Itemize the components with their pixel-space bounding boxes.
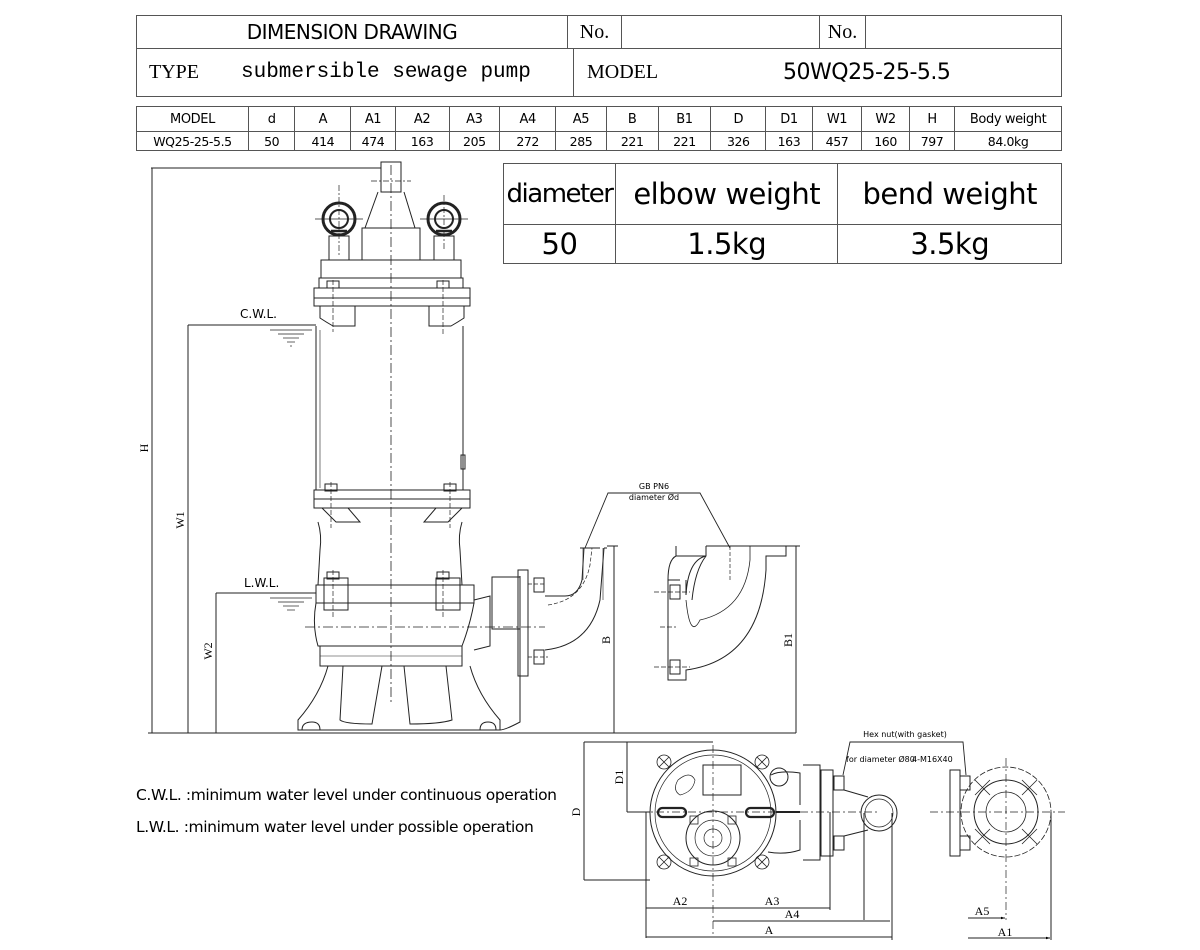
table-row: WQ25-25-5.5 50 414 474 163 205 272 285 2… <box>136 131 1062 151</box>
dimensions-table: MODEL d A A1 A2 A3 A4 A5 B B1 D D1 W1 W2… <box>136 106 1062 151</box>
type-label: TYPE <box>149 61 199 83</box>
table-cell: 414 <box>294 131 352 151</box>
column-header: H <box>908 106 956 132</box>
table-cell: 163 <box>765 131 813 151</box>
lwl-marker <box>216 592 316 611</box>
table-cell: 205 <box>448 131 501 151</box>
hex-nut-label: Hex nut(with gasket) <box>863 730 947 739</box>
table-cell: 84.0kg <box>954 131 1062 151</box>
dim-b1-label: B1 <box>781 633 795 647</box>
table-row: 50 1.5kg 3.5kg <box>503 224 1062 264</box>
cwl-note: C.W.L. :minimum water level under contin… <box>136 786 557 804</box>
table-cell: WQ25-25-5.5 <box>136 131 249 151</box>
cwl-marker <box>188 324 316 347</box>
no-label-1: No. <box>568 16 622 48</box>
flange-callout <box>584 492 731 549</box>
type-row: TYPE submersible sewage pump MODEL 50WQ2… <box>137 48 1061 97</box>
divider <box>573 48 574 97</box>
dim-d-label: D <box>569 807 583 816</box>
column-header: D1 <box>765 106 813 132</box>
no-value-1 <box>622 16 820 48</box>
lwl-note: L.W.L. :minimum water level under possib… <box>136 818 534 836</box>
dim-a5-label: A5 <box>975 904 990 918</box>
cwl-label: C.W.L. <box>240 307 277 321</box>
table-cell: 1.5kg <box>614 224 839 264</box>
dim-w2-label: W2 <box>201 642 215 659</box>
column-header: diameter <box>503 163 616 225</box>
dim-a1-label: A1 <box>998 925 1013 939</box>
hex-size-label: 4-M16X40 <box>912 755 953 764</box>
dim-h-label: H <box>137 443 151 452</box>
lifting-eye-right-icon <box>420 195 468 261</box>
flange-std-label: GB PN6 <box>639 482 669 491</box>
dim-a3-label: A3 <box>765 894 780 908</box>
elbow-side-view <box>607 545 800 734</box>
table-cell: 797 <box>908 131 956 151</box>
column-header: A4 <box>499 106 557 132</box>
pump-top-view <box>640 745 898 935</box>
column-header: MODEL <box>136 106 249 132</box>
no-label-2: No. <box>820 16 866 48</box>
column-header: A5 <box>555 106 607 132</box>
hex-for-label: for diameter Ø80 <box>846 754 915 764</box>
dim-a4-label: A4 <box>785 907 800 921</box>
pump-front-view <box>297 161 607 731</box>
lwl-label: L.W.L. <box>244 576 279 590</box>
table-cell: 474 <box>350 131 396 151</box>
top-view-dimensions <box>583 741 893 940</box>
table-cell: 457 <box>811 131 863 151</box>
title-block: DIMENSION DRAWING No. No. TYPE submersib… <box>136 15 1062 97</box>
column-header: A2 <box>394 106 450 132</box>
column-header: W1 <box>811 106 863 132</box>
column-header: Body weight <box>954 106 1062 132</box>
weight-header-row: diameter elbow weight bend weight <box>503 163 1062 225</box>
dim-b-label: B <box>599 636 613 644</box>
table-cell: 285 <box>555 131 607 151</box>
weight-table: diameter elbow weight bend weight 50 1.5… <box>503 163 1062 264</box>
type-value: submersible sewage pump <box>241 61 531 84</box>
dim-d1-label: D1 <box>612 770 626 785</box>
table-cell: 221 <box>605 131 659 151</box>
table-cell: 272 <box>499 131 557 151</box>
table-cell: 50 <box>503 224 616 264</box>
dim-a-label: A <box>765 923 774 937</box>
lifting-eye-left-icon <box>315 185 363 261</box>
flange-diameter-label: diameter Ød <box>629 492 679 502</box>
height-dimensions <box>148 167 615 734</box>
table-cell: 50 <box>247 131 296 151</box>
table-cell: 326 <box>710 131 767 151</box>
table-cell: 163 <box>394 131 450 151</box>
table-cell: 3.5kg <box>837 224 1062 264</box>
drawing-title: DIMENSION DRAWING <box>137 16 568 48</box>
column-header: A1 <box>350 106 396 132</box>
column-header: W2 <box>861 106 910 132</box>
title-row: DIMENSION DRAWING No. No. <box>137 16 1061 49</box>
column-header: bend weight <box>837 163 1062 225</box>
flange-end-view <box>842 741 1065 940</box>
dim-a2-label: A2 <box>673 894 688 908</box>
dim-w1-label: W1 <box>173 511 187 528</box>
table-cell: 221 <box>657 131 712 151</box>
model-label: MODEL <box>587 61 659 83</box>
model-value: 50WQ25-25-5.5 <box>783 60 951 85</box>
column-header: B <box>605 106 659 132</box>
